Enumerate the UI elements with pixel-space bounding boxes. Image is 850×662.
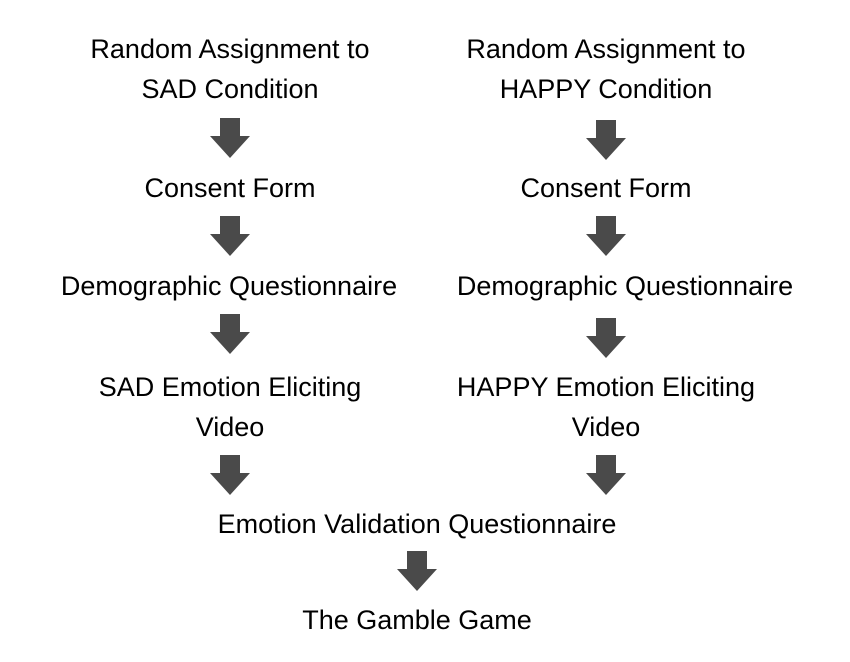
down-arrow-icon xyxy=(586,318,626,358)
left-consent-form: Consent Form xyxy=(144,168,315,208)
left-demographic-questionnaire-label: Demographic Questionnaire xyxy=(60,271,398,301)
down-arrow-icon xyxy=(210,455,250,495)
left-emotion-video: SAD Emotion Eliciting Video xyxy=(99,367,362,447)
emotion-validation-questionnaire: Emotion Validation Questionnaire xyxy=(218,504,617,544)
left-emotion-video-line2: Video xyxy=(195,412,265,442)
left-random-assignment-line2: SAD Condition xyxy=(141,74,319,104)
right-consent-form: Consent Form xyxy=(520,168,691,208)
right-emotion-video: HAPPY Emotion Eliciting Video xyxy=(457,367,755,447)
right-random-assignment-line1: Random Assignment to xyxy=(466,34,746,64)
right-emotion-video-line1: HAPPY Emotion Eliciting xyxy=(456,372,756,402)
left-random-assignment-line1: Random Assignment to xyxy=(90,34,370,64)
right-demographic-questionnaire-label: Demographic Questionnaire xyxy=(456,271,794,301)
right-random-assignment-line2: HAPPY Condition xyxy=(499,74,713,104)
down-arrow-icon xyxy=(210,314,250,354)
down-arrow-icon xyxy=(586,455,626,495)
right-demographic-questionnaire: Demographic Questionnaire xyxy=(457,266,793,306)
left-consent-form-label: Consent Form xyxy=(144,173,316,203)
down-arrow-icon xyxy=(397,551,437,591)
left-emotion-video-line1: SAD Emotion Eliciting xyxy=(98,372,362,402)
gamble-game: The Gamble Game xyxy=(302,600,532,640)
down-arrow-icon xyxy=(210,216,250,256)
down-arrow-icon xyxy=(586,216,626,256)
down-arrow-icon xyxy=(210,118,250,158)
left-random-assignment: Random Assignment to SAD Condition xyxy=(90,29,369,109)
right-random-assignment: Random Assignment to HAPPY Condition xyxy=(466,29,745,109)
right-emotion-video-line2: Video xyxy=(571,412,641,442)
emotion-validation-questionnaire-label: Emotion Validation Questionnaire xyxy=(217,509,617,539)
down-arrow-icon xyxy=(586,120,626,160)
left-demographic-questionnaire: Demographic Questionnaire xyxy=(61,266,397,306)
right-consent-form-label: Consent Form xyxy=(520,173,692,203)
gamble-game-label: The Gamble Game xyxy=(302,605,532,635)
